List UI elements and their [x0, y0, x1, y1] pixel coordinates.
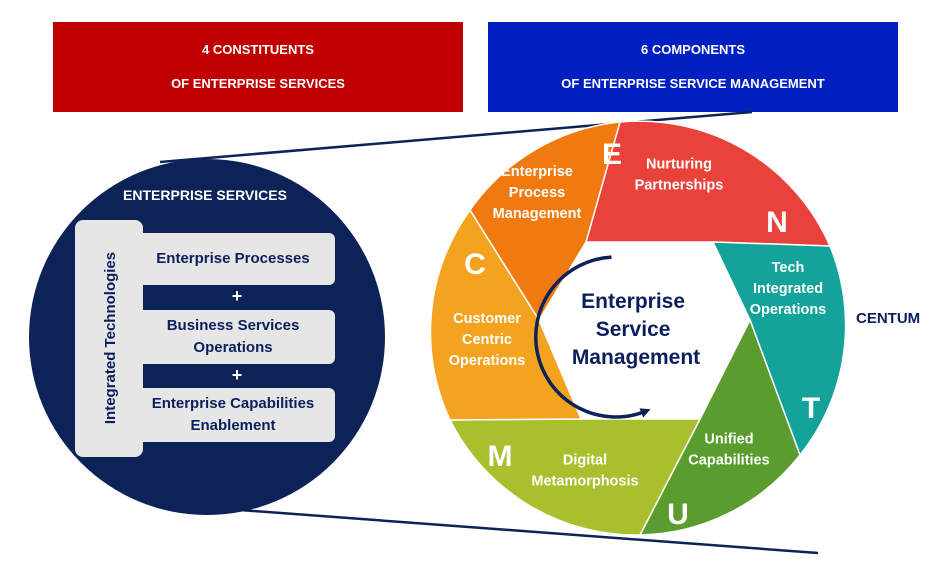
components-header-line1: 6 COMPONENTS — [640, 42, 745, 57]
business-services-line2: Operations — [193, 339, 273, 356]
segment-label-line: Partnerships — [635, 178, 724, 194]
components-header: 6 COMPONENTS OF ENTERPRISE SERVICE MANAG… — [488, 22, 898, 112]
segment-label-line: Operations — [449, 353, 526, 369]
segment-label-line: Enterprise — [501, 164, 573, 180]
center-line-2: Service — [596, 318, 671, 341]
segment-label-line: Capabilities — [688, 453, 769, 469]
enterprise-capabilities-box: Enterprise Capabilities Enablement — [131, 388, 335, 442]
constituents-header-line2: OF ENTERPRISE SERVICES — [171, 76, 345, 91]
plus-sign-1: + — [231, 286, 243, 306]
segment-label-line: Integrated — [753, 281, 823, 297]
zoom-line-top — [159, 110, 753, 164]
segment-letter-t: T — [802, 392, 820, 425]
segment-label-line: Management — [493, 206, 582, 222]
segment-letter-n: N — [766, 206, 788, 239]
segment-label-line: Metamorphosis — [531, 474, 638, 490]
center-hexagon — [539, 242, 750, 419]
segment-e — [585, 120, 832, 247]
esm-center-title: Enterprise Service Management — [572, 290, 700, 369]
business-services-box: Business Services Operations — [131, 310, 335, 364]
segment-letter-e: E — [602, 138, 622, 171]
segment-label-line: Customer — [453, 311, 521, 327]
center-line-3: Management — [572, 346, 700, 369]
components-header-line2: OF ENTERPRISE SERVICE MANAGEMENT — [561, 76, 825, 91]
center-line-1: Enterprise — [581, 290, 685, 313]
business-services-line1: Business Services — [166, 317, 300, 334]
enterprise-processes-box: Enterprise Processes — [131, 233, 335, 285]
enterprise-capabilities-line1: Enterprise Capabilities — [151, 395, 315, 412]
segment-letter-u: U — [667, 498, 689, 531]
plus-sign-2: + — [231, 365, 243, 385]
zoom-line-bottom — [199, 505, 819, 555]
centum-label: CENTUM — [856, 310, 920, 327]
segment-label-line: Process — [509, 185, 565, 201]
constituents-header: 4 CONSTITUENTS OF ENTERPRISE SERVICES — [53, 22, 463, 112]
segment-letter-c: C — [464, 248, 486, 281]
integrated-technologies-bar — [75, 220, 143, 457]
segment-letter-m: M — [488, 440, 513, 473]
segment-label-line: Centric — [462, 332, 512, 348]
constituents-header-line1: 4 CONSTITUENTS — [202, 42, 314, 57]
integrated-technologies-label: Integrated Technologies — [102, 252, 119, 424]
segment-label-line: Operations — [750, 302, 827, 318]
segment-label-line: Digital — [563, 453, 607, 469]
enterprise-services-title: ENTERPRISE SERVICES — [123, 187, 287, 203]
segment-c — [469, 121, 622, 322]
enterprise-capabilities-line2: Enablement — [190, 417, 276, 434]
segment-label-line: Tech — [772, 260, 805, 276]
segment-u — [448, 418, 702, 536]
enterprise-processes-label: Enterprise Processes — [156, 250, 310, 267]
segment-label-line: Unified — [704, 432, 753, 448]
segment-label-line: Nurturing — [646, 157, 712, 173]
cycle-arrow — [534, 255, 651, 419]
